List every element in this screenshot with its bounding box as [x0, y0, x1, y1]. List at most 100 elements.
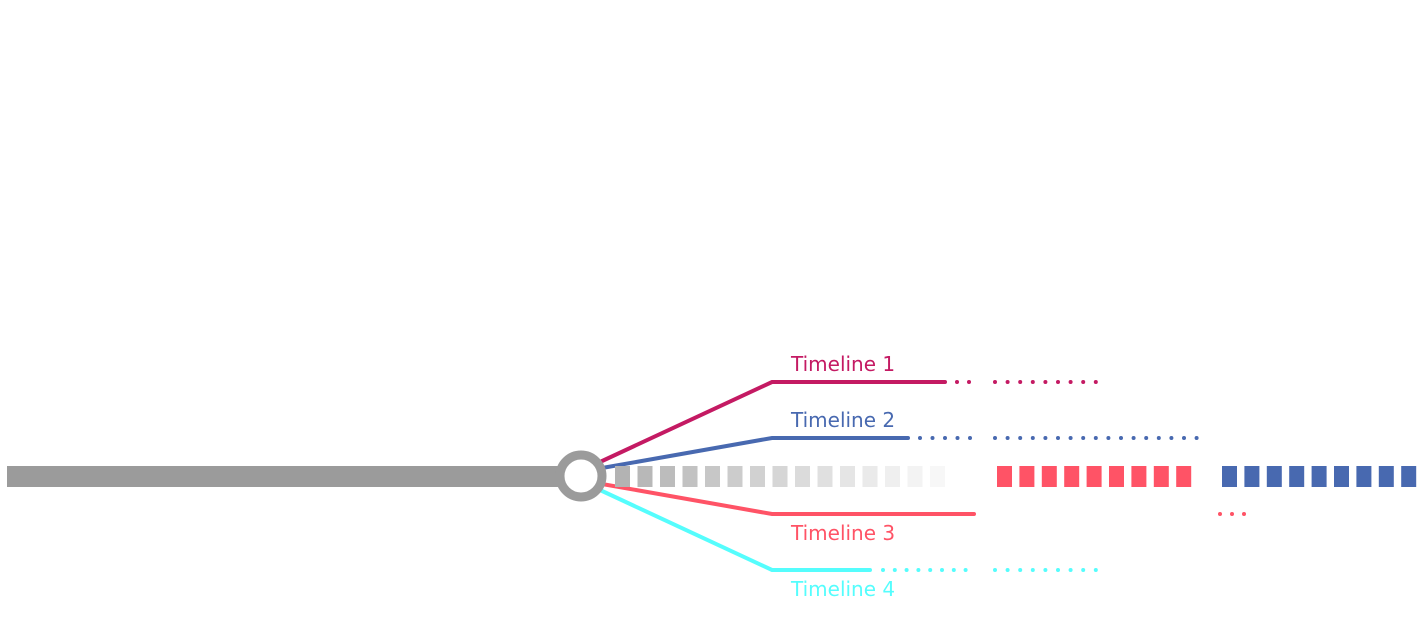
red-dash: [1153, 466, 1169, 487]
branch-1-line: [598, 380, 947, 464]
branch-2-dot: [1131, 436, 1136, 440]
red-dash: [1131, 466, 1147, 487]
branch-2-dot: [1119, 436, 1123, 440]
branch-timeline-1: Timeline 1: [598, 352, 1098, 464]
branch-3-dot: [1218, 512, 1222, 516]
red-dash: [1019, 466, 1035, 487]
branch-2-dot: [1043, 436, 1048, 440]
branch-timeline-4: Timeline 4: [598, 488, 1098, 601]
fading-dash: [840, 466, 855, 487]
branch-2-label: Timeline 2: [790, 408, 895, 432]
fading-dash: [705, 466, 720, 487]
branch-2-dot: [1056, 436, 1060, 440]
red-dash: [997, 466, 1012, 487]
branch-3-label: Timeline 3: [790, 521, 895, 545]
branch-4-dot: [1093, 568, 1098, 572]
branch-2-dot: [1156, 436, 1161, 440]
red-dash: [1041, 466, 1057, 487]
branch-4-dot: [1081, 568, 1086, 572]
branch-4-dot: [993, 568, 997, 572]
red-dash: [1176, 466, 1192, 487]
branch-1-dot: [1030, 380, 1035, 384]
branch-1-dot: [1005, 380, 1010, 384]
branch-4-dot: [940, 568, 944, 572]
branch-4-dot: [892, 568, 897, 572]
fading-main-dashes: [615, 466, 945, 487]
fading-dash: [615, 466, 630, 487]
fading-dash: [907, 466, 923, 487]
blue-dash: [1334, 466, 1349, 487]
branch-1-dot: [1056, 380, 1060, 384]
branch-3-dot: [1230, 512, 1234, 516]
branch-4-dot: [928, 568, 933, 572]
red-dash: [1064, 466, 1080, 487]
branch-2-dot: [1081, 436, 1086, 440]
red-dash-segment: [997, 466, 1192, 487]
fading-dash: [930, 466, 945, 487]
branch-1-label: Timeline 1: [790, 352, 895, 376]
branch-4-line: [598, 488, 872, 572]
blue-dash: [1401, 466, 1417, 487]
branch-1-dot: [1081, 380, 1086, 384]
blue-dash-segment: [1222, 466, 1417, 487]
fading-dash: [682, 466, 698, 487]
branch-4-dot: [1068, 568, 1073, 572]
branch-4-dot: [1043, 568, 1048, 572]
branch-3-dotted-continuation: [1218, 512, 1246, 516]
branch-1-dot: [967, 380, 971, 384]
branch-1-dot: [993, 380, 997, 384]
branch-4-dot: [904, 568, 909, 572]
main-timeline-bar: [7, 466, 563, 487]
branch-1-dot: [1068, 380, 1073, 384]
blue-dash: [1289, 466, 1305, 487]
branch-4-label: Timeline 4: [790, 577, 895, 601]
branch-timeline-3: Timeline 3: [600, 482, 1246, 545]
branch-4-dot: [881, 568, 885, 572]
branch-2-dotted-continuation: [918, 436, 1199, 440]
fading-dash: [637, 466, 653, 487]
branch-1-dot: [1018, 380, 1023, 384]
fading-dash: [795, 466, 810, 487]
branch-2-dot: [1182, 436, 1186, 440]
blue-dash: [1244, 466, 1260, 487]
branch-1-dot: [1043, 380, 1048, 384]
fading-dash: [817, 466, 833, 487]
branch-timeline-2: Timeline 2: [600, 408, 1199, 470]
branch-2-dot: [1068, 436, 1073, 440]
blue-dash: [1266, 466, 1282, 487]
branch-2-dot: [1169, 436, 1174, 440]
branch-4-dot: [1005, 568, 1010, 572]
branch-2-dot: [1194, 436, 1199, 440]
branch-2-dot: [1106, 436, 1111, 440]
fading-dash: [660, 466, 675, 487]
branch-2-line: [600, 436, 910, 470]
branch-2-dot: [943, 436, 947, 440]
branch-2-dot: [930, 436, 935, 440]
fading-dash: [772, 466, 788, 487]
branch-4-dot: [1030, 568, 1035, 572]
branch-4-dot: [916, 568, 921, 572]
branch-4-dot: [963, 568, 968, 572]
branch-1-dot: [955, 380, 959, 384]
branch-2-dot: [1144, 436, 1149, 440]
branch-2-dot: [918, 436, 922, 440]
red-dash: [1086, 466, 1102, 487]
fading-dash: [727, 466, 743, 487]
branch-origin-node: [555, 450, 607, 502]
branch-4-dot: [1018, 568, 1023, 572]
branch-2-dot: [1030, 436, 1035, 440]
blue-dash: [1311, 466, 1327, 487]
branch-4-dot: [951, 568, 956, 572]
branch-2-dot: [1093, 436, 1098, 440]
branch-2-dot: [955, 436, 960, 440]
branch-2-dot: [993, 436, 997, 440]
blue-dash: [1222, 466, 1237, 487]
red-dash: [1109, 466, 1124, 487]
branch-1-dotted-continuation: [955, 380, 1098, 384]
branch-1-dot: [1093, 380, 1098, 384]
branch-4-dotted-continuation: [881, 568, 1098, 572]
branch-2-dot: [1018, 436, 1023, 440]
blue-dash: [1378, 466, 1394, 487]
fading-dash: [750, 466, 765, 487]
